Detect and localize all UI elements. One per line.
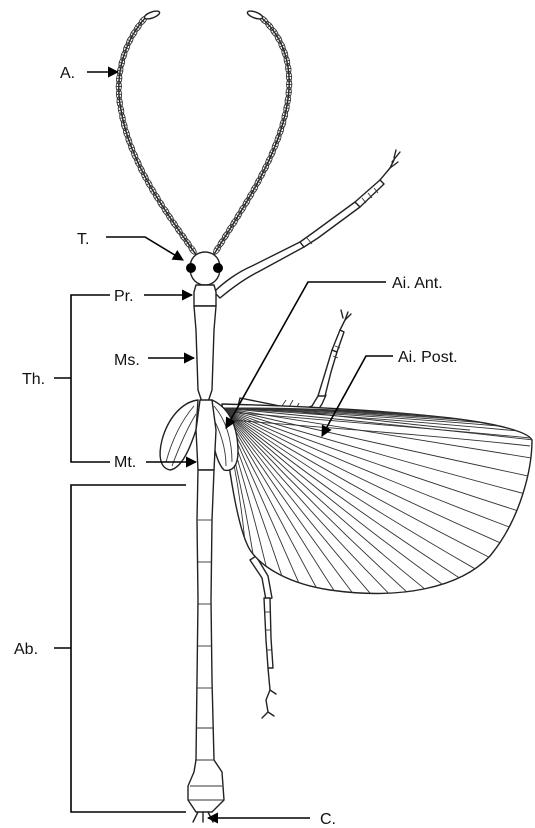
middle-leg [238, 310, 351, 417]
label-thorax: Th. [22, 371, 45, 388]
abdomen-bracket [71, 485, 186, 812]
abdomen [188, 470, 224, 822]
label-abdomen: Ab. [14, 641, 38, 658]
thorax [194, 285, 216, 470]
front-leg [214, 150, 400, 298]
label-forewing: Ai. Ant. [392, 275, 443, 292]
label-metathorax: Mt. [114, 454, 136, 471]
antennae [116, 9, 292, 256]
hind-wing [222, 404, 532, 593]
label-head: T. [77, 231, 89, 248]
label-prothorax: Pr. [114, 288, 134, 305]
head [186, 252, 223, 285]
label-mesothorax: Ms. [114, 352, 140, 369]
label-cercus: C. [320, 811, 336, 828]
label-hindwing: Ai. Post. [398, 349, 458, 366]
hind-leg [250, 556, 276, 718]
thorax-bracket [71, 295, 110, 462]
label-antenna: A. [60, 65, 75, 82]
